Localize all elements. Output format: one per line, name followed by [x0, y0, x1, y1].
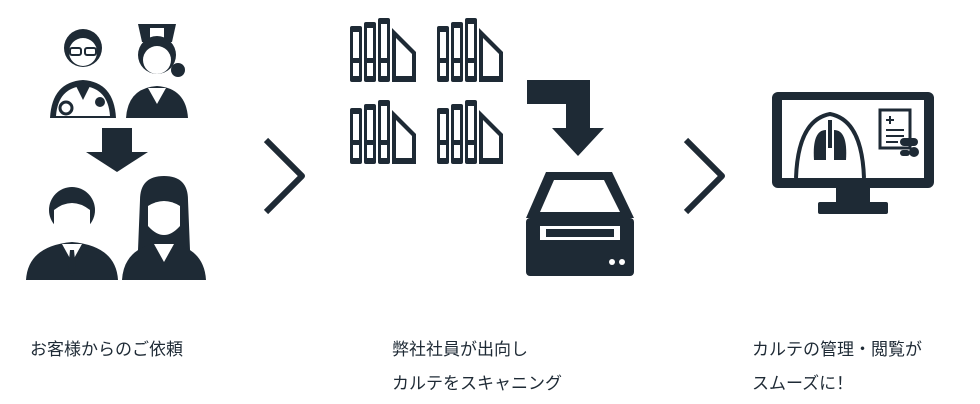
down-arrow-icon — [86, 128, 148, 172]
step1-caption-line1: お客様からのご依頼 — [30, 340, 183, 360]
step3-caption-line2: スムーズに！ — [752, 374, 854, 394]
lungs-icon — [794, 111, 866, 179]
next-step-chevron — [263, 137, 305, 215]
curved-arrow-icon — [527, 80, 604, 156]
step2-caption-line2: カルテをスキャニング — [392, 374, 562, 394]
pills-icon — [900, 138, 919, 157]
nurse-icon — [126, 24, 188, 118]
businesswoman-icon — [122, 176, 206, 280]
step3-caption: カルテの管理・閲覧が スムーズに！ — [752, 333, 922, 401]
step1-caption: お客様からのご依頼 — [30, 333, 183, 367]
step2-caption: 弊社社員が出向し カルテをスキャニング — [392, 333, 562, 401]
scanner-icon — [526, 172, 634, 276]
step2-caption-line1: 弊社社員が出向し — [392, 340, 528, 360]
binder-stack-icon — [350, 18, 503, 164]
businessman-icon — [26, 187, 118, 280]
step3-caption-line1: カルテの管理・閲覧が — [752, 340, 922, 360]
doctor-icon — [50, 29, 116, 118]
next-step-chevron — [683, 137, 725, 215]
